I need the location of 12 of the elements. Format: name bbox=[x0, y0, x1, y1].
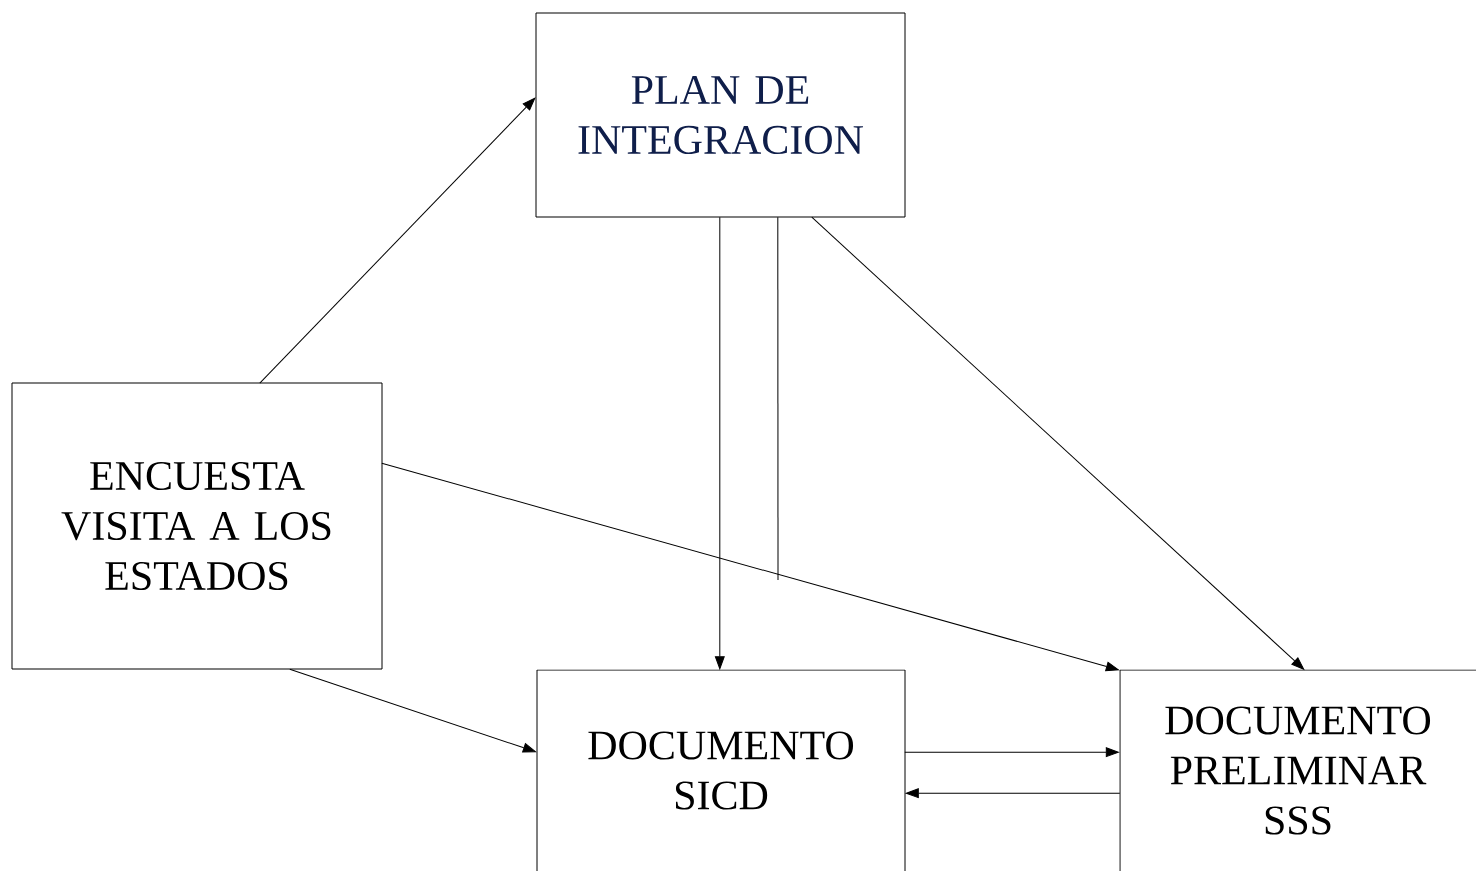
arrow bbox=[905, 788, 1121, 799]
arrow bbox=[381, 462, 1119, 672]
line bbox=[777, 216, 779, 581]
arrow bbox=[811, 216, 1305, 670]
process-box: PLAN DE INTEGRACION bbox=[535, 12, 906, 218]
process-box: DOCUMENTO SICD bbox=[536, 669, 906, 871]
arrow bbox=[714, 216, 725, 670]
arrow bbox=[289, 668, 536, 753]
process-box: ENCUESTA VISITA A LOS ESTADOS bbox=[11, 382, 383, 670]
process-box: DOCUMENTO PRELIMINAR SSS bbox=[1119, 669, 1476, 871]
arrow bbox=[259, 97, 536, 384]
arrow bbox=[904, 747, 1119, 758]
